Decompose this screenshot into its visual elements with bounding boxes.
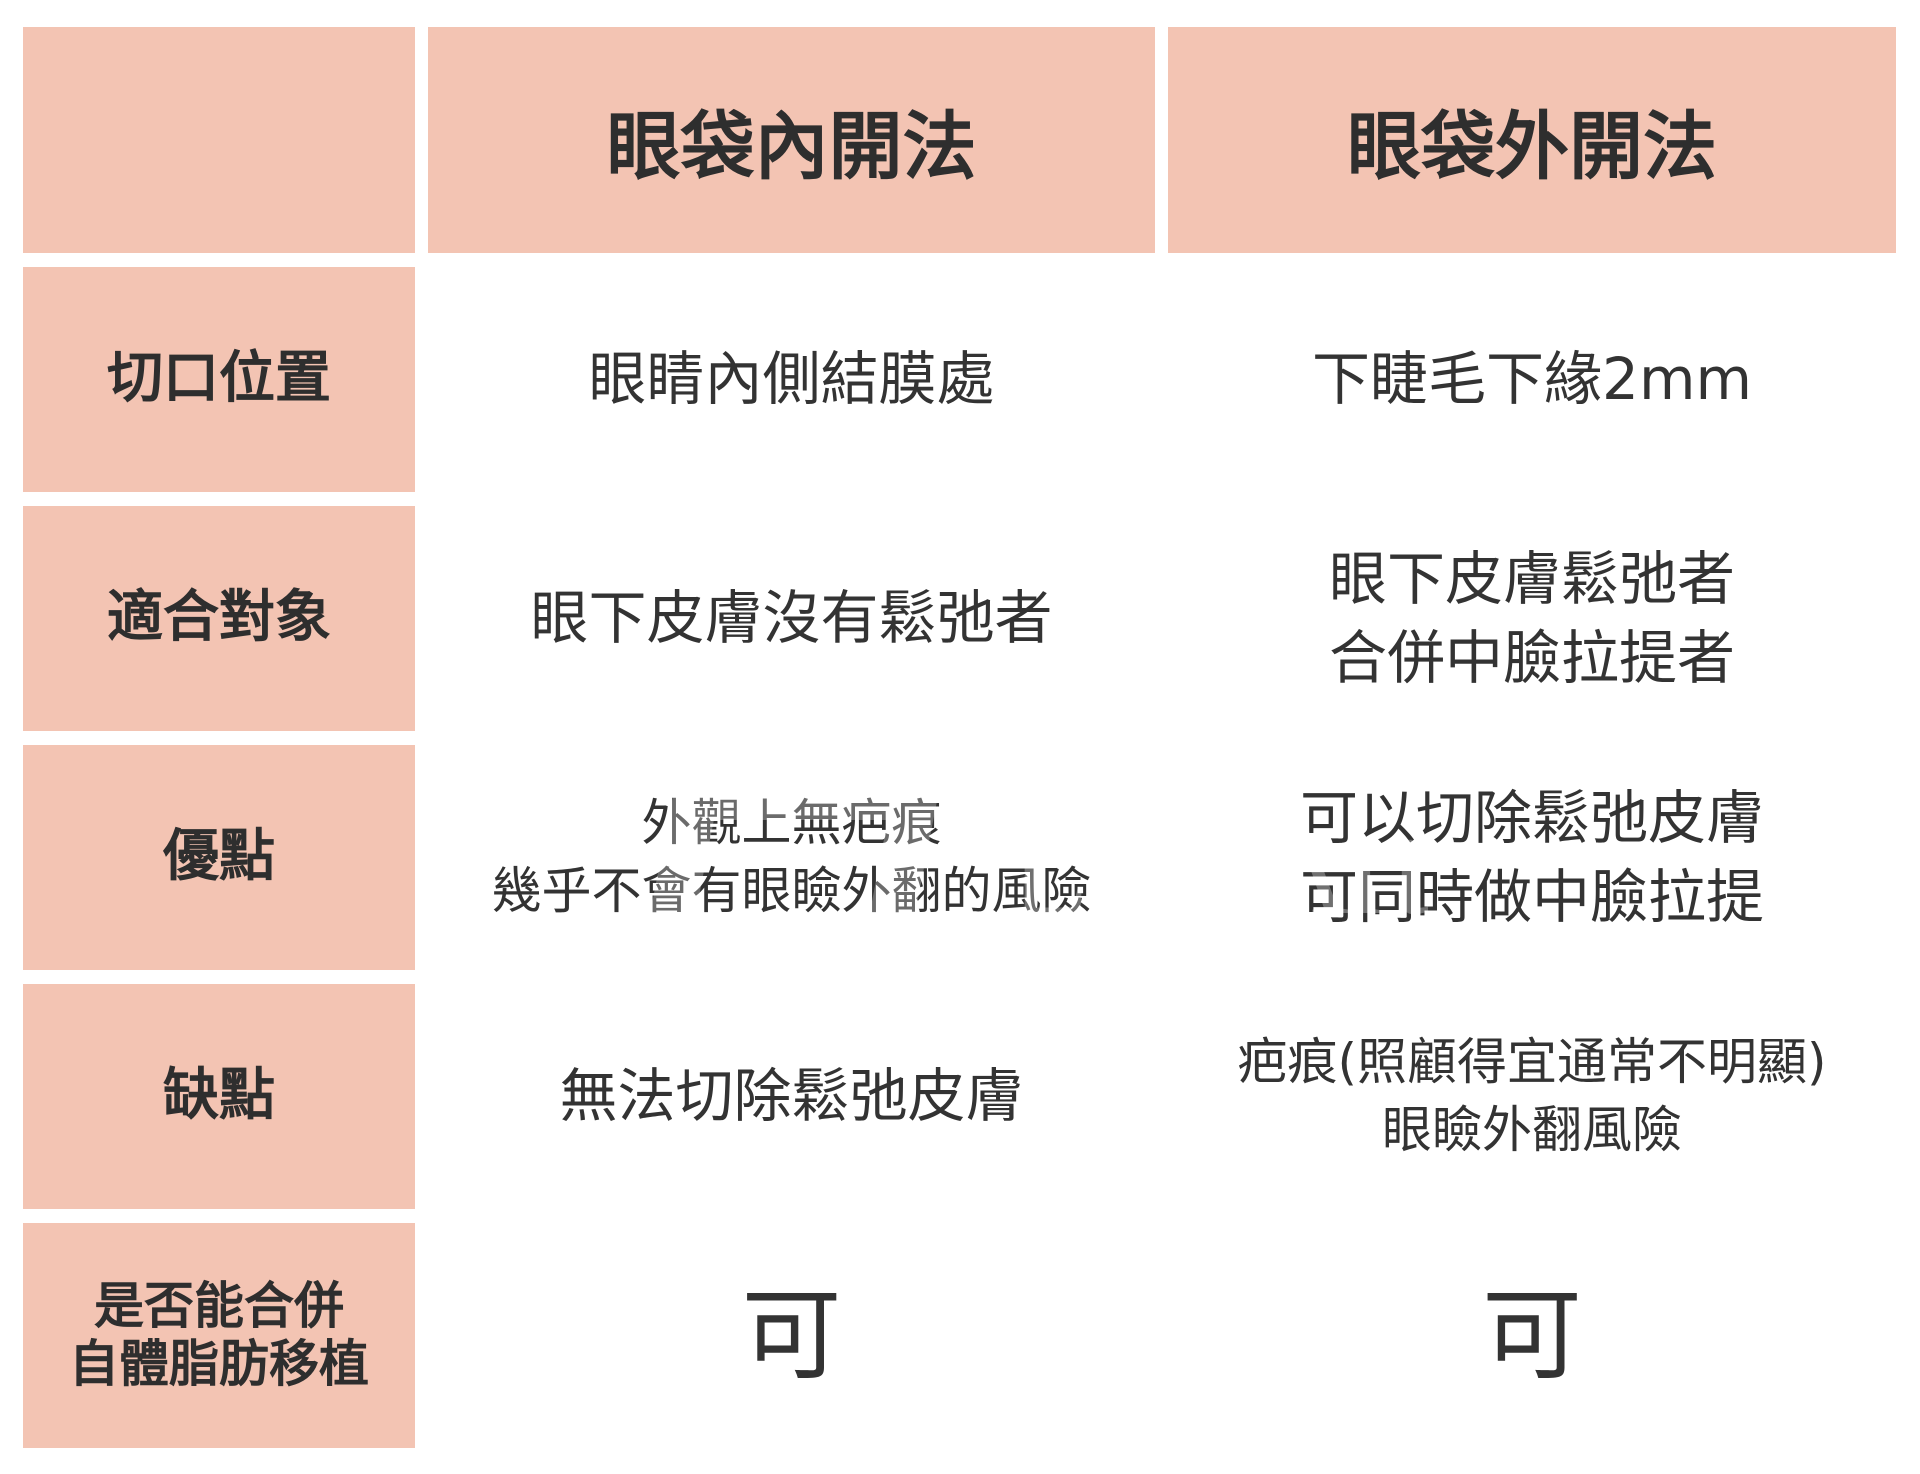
cell-inner-incision: 眼睛內側結膜處 xyxy=(588,345,995,414)
cell-inner-fat-graft: 可 xyxy=(741,1277,842,1394)
cell-outer-incision: 下睫毛下緣2mm xyxy=(1312,345,1752,414)
cell-inner-candidates: 眼下皮膚沒有鬆弛者 xyxy=(530,584,1053,653)
row-label-cons: 缺點 xyxy=(23,984,415,1209)
row-label-candidates: 適合對象 xyxy=(23,506,415,731)
row-label-pros: 優點 xyxy=(23,745,415,970)
comparison-table: 眼袋內開法 眼袋外開法 切口位置 眼睛內側結膜處 下睫毛下緣2mm 適合對象 眼… xyxy=(23,27,1896,1448)
cell-inner-cons: 無法切除鬆弛皮膚 xyxy=(559,1062,1024,1131)
cell-inner-pros: 外觀上無疤痕 幾乎不會有眼瞼外翻的風險 xyxy=(491,794,1092,920)
header-inner-method: 眼袋內開法 xyxy=(428,27,1155,253)
row-label-incision: 切口位置 xyxy=(23,267,415,492)
cell-outer-pros: 可以切除鬆弛皮膚 可同時做中臉拉提 xyxy=(1299,784,1764,931)
row-label-fat-graft: 是否能合併 自體脂肪移植 xyxy=(23,1223,415,1448)
cell-outer-cons: 疤痕(照顧得宜通常不明顯) 眼瞼外翻風險 xyxy=(1237,1033,1827,1159)
header-empty-cell xyxy=(23,27,415,253)
cell-outer-fat-graft: 可 xyxy=(1482,1277,1582,1394)
header-outer-method: 眼袋外開法 xyxy=(1168,27,1896,253)
cell-outer-candidates: 眼下皮膚鬆弛者 合併中臉拉提者 xyxy=(1328,545,1735,692)
